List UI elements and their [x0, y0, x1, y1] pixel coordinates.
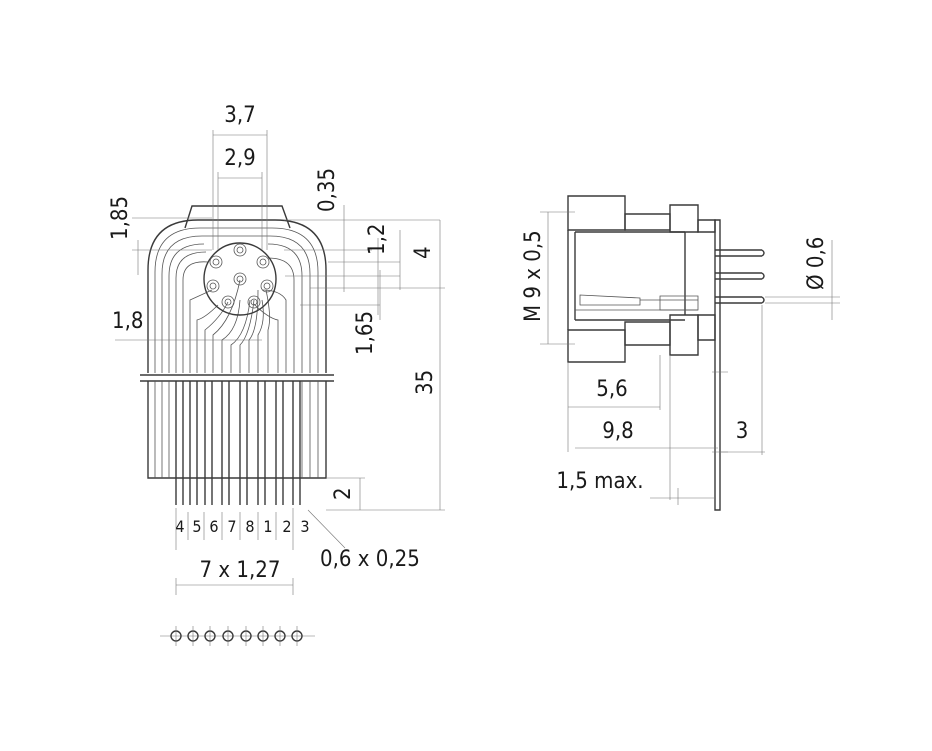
- dim-label-1-2: 1,2: [365, 224, 390, 255]
- dim-label-4: 4: [411, 246, 436, 259]
- dim-label-0-35: 0,35: [315, 168, 340, 212]
- inner-bore: [567, 230, 686, 330]
- dim-label-1-5-max: 1,5 max.: [556, 469, 643, 494]
- pin-label: 2: [282, 517, 291, 536]
- dim-label-1-85: 1,85: [108, 196, 133, 240]
- pin-label: 3: [300, 517, 309, 536]
- dim-label-pin-section: 0,6 x 0,25: [320, 547, 420, 572]
- pin-label: 5: [192, 517, 201, 536]
- body-section-bottom: [567, 329, 626, 363]
- dim-line-1-5-max: [650, 488, 715, 505]
- dim-line-2-9: [217, 172, 263, 250]
- dim-label-2: 2: [331, 487, 356, 500]
- dim-label-thread: M 9 x 0,5: [521, 230, 546, 322]
- pin-body: [147, 381, 327, 479]
- dim-ext-lines-right: [284, 219, 445, 306]
- pin-label: 8: [245, 517, 254, 536]
- dim-line-3: [720, 305, 765, 455]
- pin-label: 7: [227, 517, 236, 536]
- dim-label-2-9: 2,9: [224, 146, 255, 171]
- body-section-top: [567, 195, 626, 231]
- dim-label-9-8: 9,8: [602, 419, 633, 444]
- pin-label: 6: [209, 517, 218, 536]
- dim-line-2: [326, 477, 365, 510]
- dim-label-3-7: 3,7: [224, 103, 255, 128]
- dim-label-5-6: 5,6: [596, 377, 627, 402]
- dim-line-pitch: [175, 578, 294, 595]
- contact-sleeve: [579, 294, 641, 306]
- rear-pins: [715, 249, 762, 304]
- front-view: 3,7 2,9 1,85 1,8 0,35 1,2 4 1,65 35 2 4 …: [108, 103, 445, 646]
- dim-line-pin-dia: [765, 240, 840, 320]
- housing-outline: [147, 219, 327, 375]
- housing-top-outline: [184, 205, 291, 229]
- dim-label-pitch: 7 x 1,27: [200, 558, 281, 583]
- dim-line-3-7: [212, 130, 268, 250]
- dim-line-thread: [540, 211, 575, 345]
- dim-label-35: 35: [413, 370, 438, 395]
- contact-face: [203, 242, 277, 316]
- contacts: [206, 243, 274, 309]
- leader-pin-section: [307, 509, 346, 549]
- dim-label-1-65: 1,65: [353, 311, 378, 355]
- pcb-footprint: [160, 626, 315, 646]
- dim-label-3: 3: [736, 419, 749, 444]
- side-view: M 9 x 0,5 Ø 0,6 5,6 9,8 3 1,5 max.: [521, 195, 840, 511]
- dim-line-9-8: [575, 355, 718, 500]
- pin-labels: 4 5 6 7 8 1 2 3: [175, 517, 309, 536]
- panel: [714, 219, 721, 511]
- dim-label-1-8: 1,8: [112, 309, 143, 334]
- pin-label: 4: [175, 517, 184, 536]
- pins: [175, 381, 301, 505]
- dim-line-1-85: [132, 217, 212, 275]
- pin-label: 1: [263, 517, 272, 536]
- dim-line-5-6: [567, 355, 661, 452]
- pin-label-ticks: [175, 508, 294, 550]
- dim-label-pin-dia: Ø 0,6: [804, 237, 829, 290]
- dim-line-35: [326, 220, 445, 511]
